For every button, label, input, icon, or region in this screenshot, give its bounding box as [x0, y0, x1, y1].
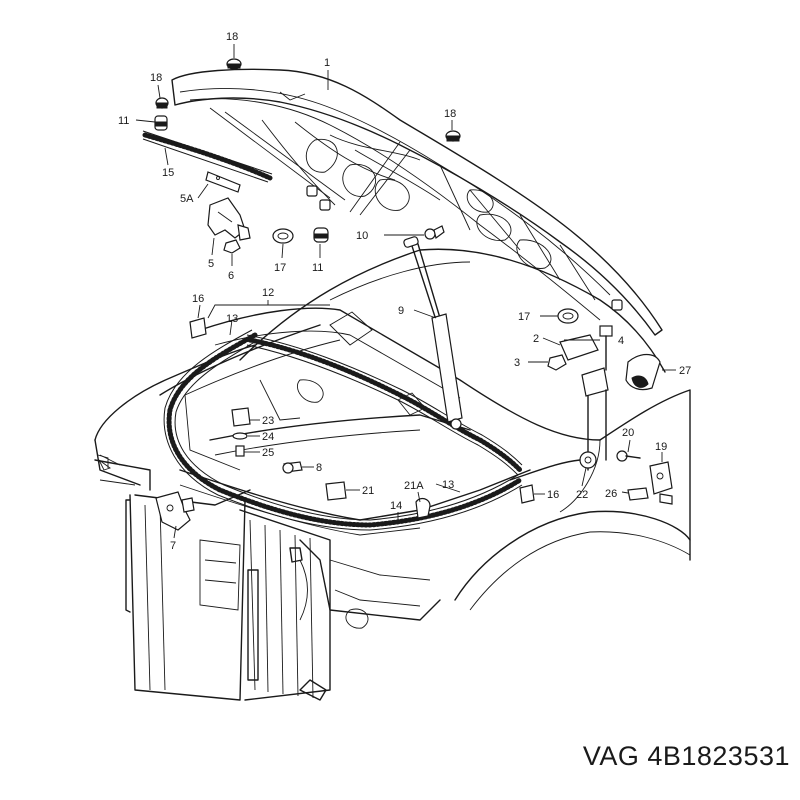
gas-strut-9 — [403, 236, 463, 430]
callout-22: 22 — [576, 489, 588, 501]
clip-23 — [231, 407, 251, 427]
grommet-22 — [509, 451, 597, 481]
callout-16: 16 — [192, 293, 204, 305]
callout-25: 25 — [262, 447, 274, 459]
callout-10: 10 — [356, 230, 368, 242]
callout-17: 17 — [518, 311, 530, 323]
buffer-18-right — [445, 130, 461, 142]
cover-27 — [625, 353, 661, 391]
callout-3: 3 — [514, 357, 520, 369]
callout-19: 19 — [655, 441, 667, 453]
lock-7 — [155, 491, 195, 531]
callout-5a: 5A — [180, 193, 194, 205]
bracket-5a — [205, 171, 241, 193]
callout-5: 5 — [208, 258, 214, 270]
callout-labels: 18 18 1 18 11 15 5A 9 10 5 6 17 11 16 12… — [118, 31, 691, 552]
hood-seal-13 — [246, 334, 523, 476]
nut-3 — [547, 354, 567, 371]
callout-6: 6 — [228, 270, 234, 282]
callout-1: 1 — [324, 57, 330, 69]
callout-14: 14 — [390, 500, 402, 512]
part-number-caption: VAG 4B1823531 — [582, 741, 790, 771]
nut-6 — [223, 239, 241, 254]
callout-23: 23 — [262, 415, 274, 427]
callout-18: 18 — [150, 72, 162, 84]
callout-21: 21 — [362, 485, 374, 497]
callout-2: 2 — [533, 333, 539, 345]
rubber-stop-17-right — [557, 308, 579, 324]
callout-12: 12 — [262, 287, 274, 299]
hood-hinge-5 — [207, 197, 251, 241]
pad-26 — [627, 487, 649, 501]
radiator-assembly — [97, 454, 331, 701]
callout-16: 16 — [547, 489, 559, 501]
callout-18: 18 — [444, 108, 456, 120]
callout-4: 4 — [618, 335, 624, 347]
screw-8 — [282, 461, 303, 474]
screw-20 — [616, 450, 641, 462]
washer-24 — [232, 432, 248, 440]
clip-16-right — [519, 484, 535, 504]
callout-13: 13 — [442, 479, 454, 491]
callout-8: 8 — [316, 462, 322, 474]
bracket-2 — [559, 334, 599, 361]
buffer-11-left — [154, 115, 168, 131]
engine-bay-body — [94, 248, 691, 629]
bolt-4 — [599, 325, 613, 371]
callout-27: 27 — [679, 365, 691, 377]
callout-26: 26 — [605, 488, 617, 500]
screw-25 — [235, 445, 245, 457]
buffer-11-center — [313, 227, 329, 243]
callout-24: 24 — [262, 431, 274, 443]
callout-20: 20 — [622, 427, 634, 439]
hood-front-seal-15 — [142, 130, 273, 183]
hood-panel — [171, 68, 663, 336]
ball-stud-10 — [424, 225, 445, 240]
clip-21 — [325, 481, 347, 501]
buffer-18-top — [226, 58, 242, 70]
callout-7: 7 — [170, 540, 176, 552]
clip-16-left — [189, 317, 207, 339]
callout-21a: 21A — [404, 480, 424, 492]
leader-lines — [135, 44, 676, 539]
callout-15: 15 — [162, 167, 174, 179]
callout-17: 17 — [274, 262, 286, 274]
callout-11: 11 — [312, 262, 323, 274]
callout-11: 11 — [118, 115, 129, 127]
buffer-18-left — [155, 97, 169, 109]
lock-bracket — [581, 367, 609, 471]
callout-9: 9 — [398, 305, 404, 317]
hood-buffers — [306, 185, 623, 311]
clip-21a — [415, 497, 431, 519]
hinge-19 — [649, 461, 673, 505]
rubber-stop-17-left — [272, 228, 294, 244]
callout-13: 13 — [226, 313, 238, 325]
callout-18: 18 — [226, 31, 238, 43]
